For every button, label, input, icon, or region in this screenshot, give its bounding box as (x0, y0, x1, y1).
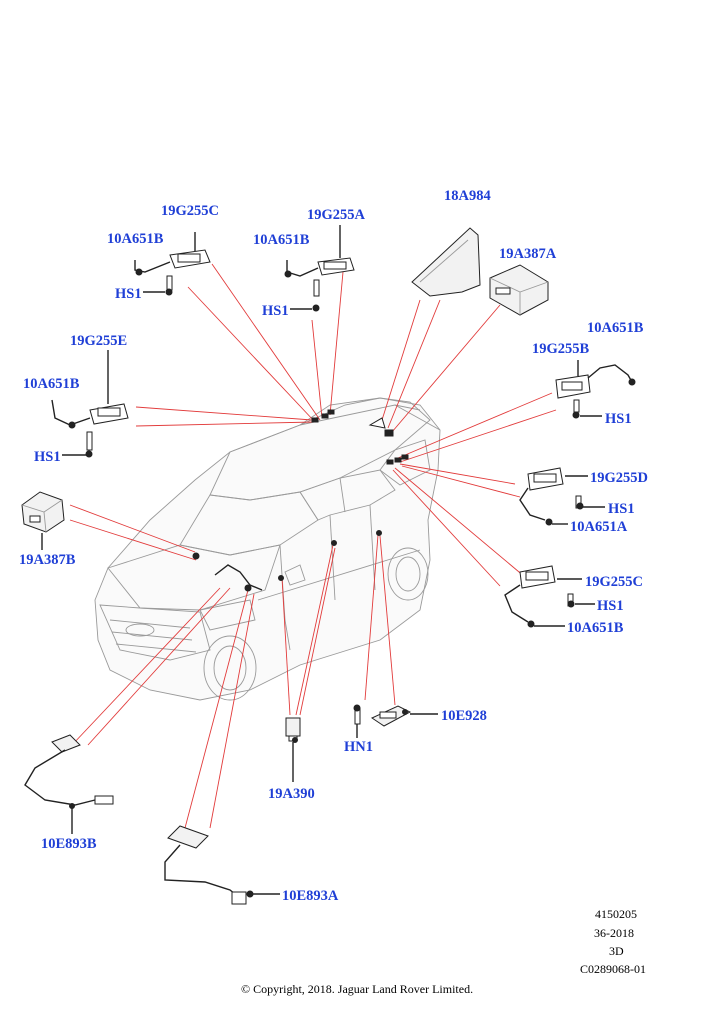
callout-HS1-right: HS1 (605, 411, 632, 427)
callout-HS1-top-middle: HS1 (262, 303, 289, 319)
date-code: 36-2018 (594, 926, 634, 940)
copyright-notice: © Copyright, 2018. Jaguar Land Rover Lim… (241, 982, 473, 996)
reference-number: 4150205 (595, 907, 637, 921)
callout-19G255E: 19G255E (70, 333, 127, 349)
component-10E928 (353, 704, 412, 727)
callout-HS1-left: HS1 (34, 449, 61, 465)
callout-10A651B-top-left: 10A651B (107, 231, 164, 247)
callout-10A651B-left: 10A651B (23, 376, 80, 392)
view-type: 3D (609, 944, 624, 958)
callout-19A390: 19A390 (268, 786, 315, 802)
callout-10A651B-right: 10A651B (587, 320, 644, 336)
label-pointer-lines (41, 291, 605, 895)
callout-19G255C-top: 19G255C (161, 203, 219, 219)
antenna-module-19G255B (555, 360, 636, 419)
module-19A387B (21, 491, 65, 533)
component-19A390 (285, 717, 301, 743)
callout-10E893B: 10E893B (41, 836, 97, 852)
mount-points (192, 409, 409, 592)
callout-19G255D: 19G255D (590, 470, 648, 486)
callout-19G255B: 19G255B (532, 341, 590, 357)
module-19A387A (489, 264, 549, 316)
callout-labels: 19G255C 10A651B HS1 19G255A 10A651B HS1 … (19, 188, 648, 904)
callout-HN1: HN1 (344, 739, 373, 755)
harness-10E893A (164, 825, 254, 905)
shark-fin-antenna-18A984 (411, 227, 481, 297)
callout-10E893A: 10E893A (282, 888, 339, 904)
callout-10E928: 10E928 (441, 708, 487, 724)
callout-18A984: 18A984 (444, 188, 491, 204)
callout-HS1-d: HS1 (608, 501, 635, 517)
callout-19A387B: 19A387B (19, 552, 76, 568)
leader-lines (69, 263, 557, 829)
antenna-module-19G255E (51, 350, 129, 458)
callout-HS1-c: HS1 (597, 598, 624, 614)
antenna-module-19G255D (519, 467, 584, 526)
callout-HS1-top-left: HS1 (115, 286, 142, 302)
drawing-id: C0289068-01 (580, 962, 646, 976)
drawing-meta: 4150205 36-2018 3D C0289068-01 © Copyrig… (241, 907, 646, 996)
antenna-module-19G255A (284, 225, 355, 312)
callout-19A387A: 19A387A (499, 246, 557, 262)
antenna-module-19G255C-right (504, 565, 575, 628)
callout-19G255C-right: 19G255C (585, 574, 643, 590)
callout-10A651B-top-middle: 10A651B (253, 232, 310, 248)
harness-10E893B (24, 734, 114, 809)
vehicle-illustration (94, 397, 441, 701)
antenna-module-19G255C-top-left (134, 232, 211, 296)
callout-10A651B-c: 10A651B (567, 620, 624, 636)
callout-19G255A: 19G255A (307, 207, 366, 223)
callout-10A651A: 10A651A (570, 519, 628, 535)
